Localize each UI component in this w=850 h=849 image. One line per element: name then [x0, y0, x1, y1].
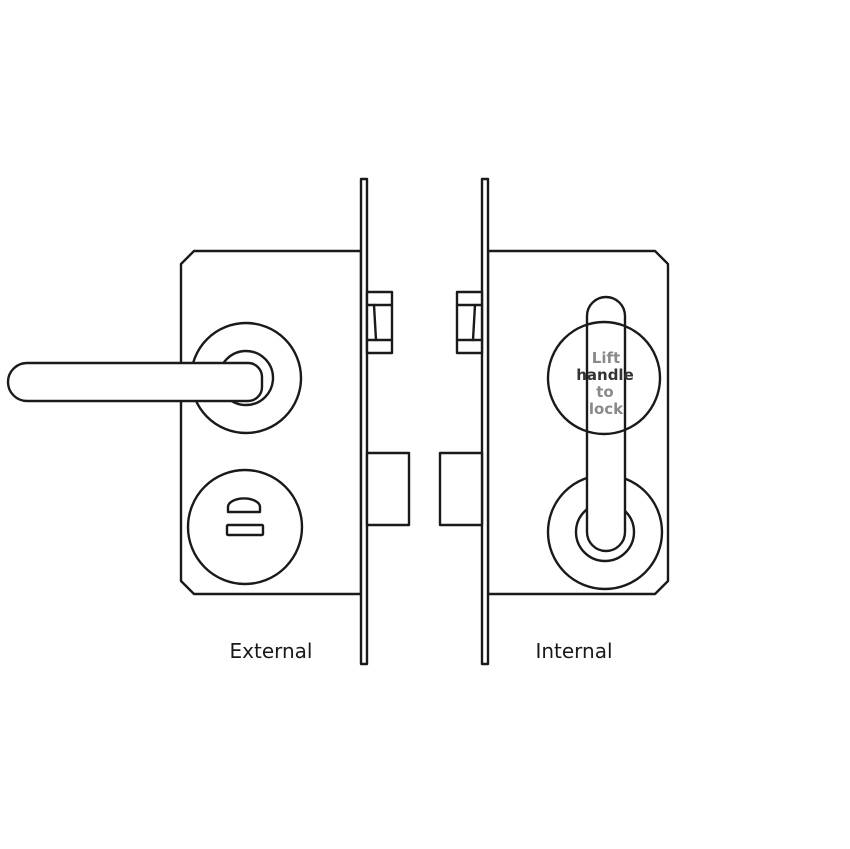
internal-lock-case	[438, 451, 484, 527]
lift-note: Lift handle to lock	[576, 349, 634, 418]
lift-note-line-3: to	[596, 383, 613, 401]
internal-lever-handle	[585, 295, 627, 553]
external-assembly: External	[6, 177, 411, 666]
lift-note-line-2: handle	[576, 366, 634, 384]
lift-note-line-4: lock	[589, 400, 624, 418]
internal-label: Internal	[535, 639, 612, 663]
occupied-indicator	[226, 497, 262, 514]
lift-to-lock-indicator	[546, 320, 662, 436]
external-label: External	[230, 639, 313, 663]
external-forend	[359, 177, 369, 666]
lift-note-line-1: Lift	[592, 349, 620, 367]
internal-latch-bolt	[455, 290, 484, 355]
external-lever-handle	[6, 361, 264, 403]
external-latch-bolt	[365, 290, 394, 355]
emergency-release-slot	[225, 523, 265, 537]
internal-assembly: Lift handle to lock Internal	[438, 177, 670, 666]
external-lock-case	[365, 451, 411, 527]
internal-forend	[480, 177, 490, 666]
